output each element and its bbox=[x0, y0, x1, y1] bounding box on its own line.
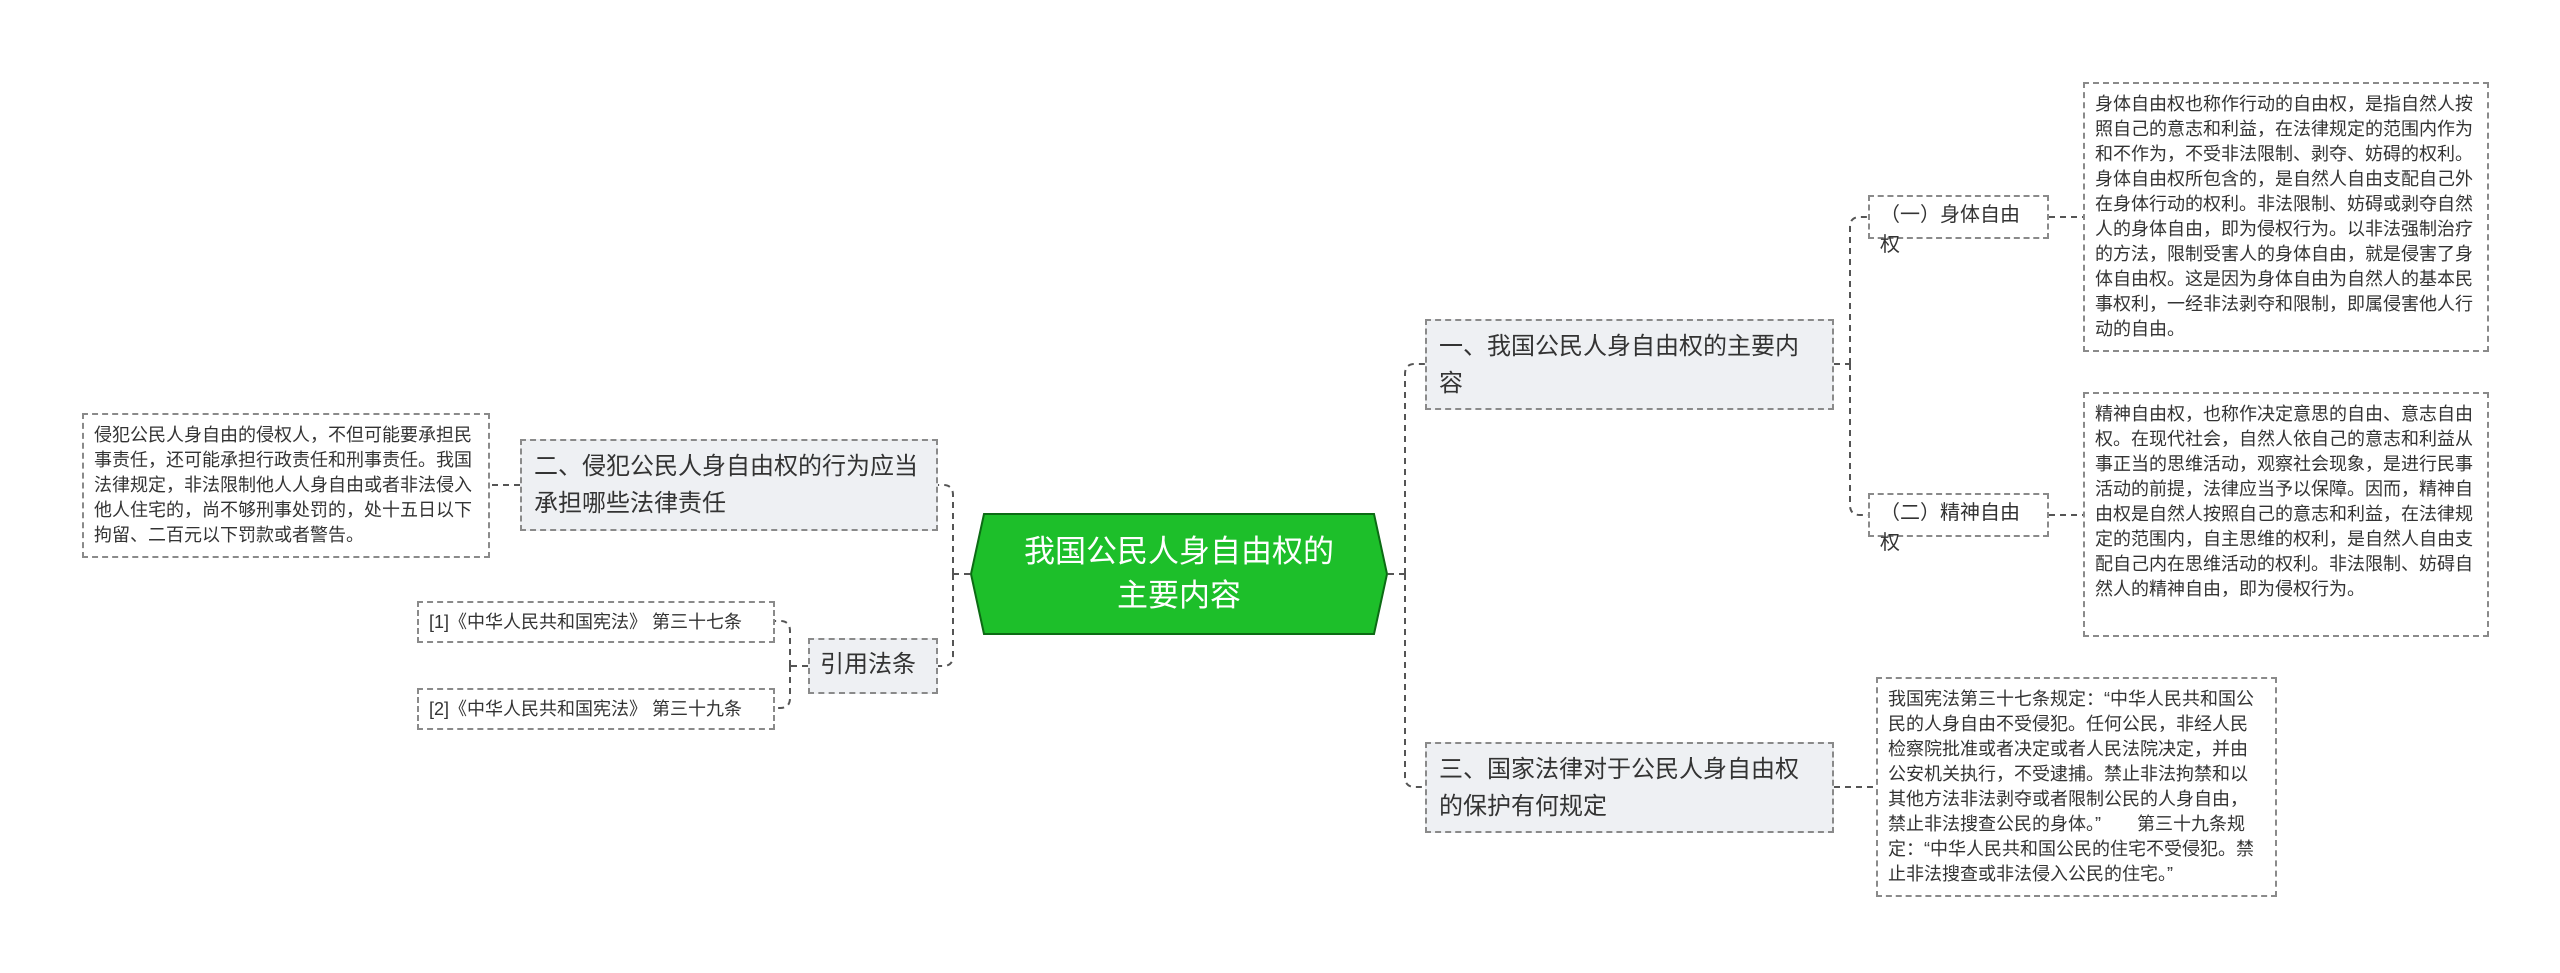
branch-cited-articles[interactable]: 引用法条 bbox=[808, 638, 938, 694]
branch-legal-liability[interactable]: 二、侵犯公民人身自由权的行为应当承担哪些法律责任 bbox=[520, 439, 938, 531]
branch-legal-protection-title: 三、国家法律对于公民人身自由权的保护有何规定 bbox=[1439, 756, 1799, 820]
note-spirit-freedom[interactable]: 精神自由权，也称作决定意思的自由、意志自由权。在现代社会，自然人依自己的意志和利… bbox=[2083, 392, 2489, 637]
note-legal-protection[interactable]: 我国宪法第三十七条规定：“中华人民共和国公民的人身自由不受侵犯。任何公民，非经人… bbox=[1876, 677, 2277, 897]
note-legal-liability[interactable]: 侵犯公民人身自由的侵权人，不但可能要承担民事责任，还可能承担行政责任和刑事责任。… bbox=[82, 413, 490, 558]
branch-legal-protection[interactable]: 三、国家法律对于公民人身自由权的保护有何规定 bbox=[1425, 742, 1834, 833]
note-legal-protection-text: 我国宪法第三十七条规定：“中华人民共和国公民的人身自由不受侵犯。任何公民，非经人… bbox=[1888, 689, 2254, 884]
subtopic-body-freedom-label: （一）身体自由权 bbox=[1880, 204, 2020, 256]
subtopic-body-freedom[interactable]: （一）身体自由权 bbox=[1868, 195, 2049, 256]
cited-article-item-text: [2]《中华人民共和国宪法》 第三十九条 bbox=[429, 699, 743, 719]
cited-article-item[interactable]: [1]《中华人民共和国宪法》 第三十七条 bbox=[417, 601, 775, 643]
cited-article-item[interactable]: [2]《中华人民共和国宪法》 第三十九条 bbox=[417, 688, 775, 730]
root-title: 我国公民人身自由权的主要内容 bbox=[1024, 534, 1334, 613]
branch-cited-articles-title: 引用法条 bbox=[820, 651, 916, 678]
cited-article-item-text: [1]《中华人民共和国宪法》 第三十七条 bbox=[429, 612, 743, 632]
branch-legal-liability-title: 二、侵犯公民人身自由权的行为应当承担哪些法律责任 bbox=[534, 453, 918, 517]
root-hexagon-shape bbox=[970, 513, 1388, 635]
note-body-freedom[interactable]: 身体自由权也称作行动的自由权，是指自然人按照自己的意志和利益，在法律规定的范围内… bbox=[2083, 82, 2489, 352]
note-spirit-freedom-text: 精神自由权，也称作决定意思的自由、意志自由权。在现代社会，自然人依自己的意志和利… bbox=[2095, 404, 2473, 599]
branch-main-content-title: 一、我国公民人身自由权的主要内容 bbox=[1439, 333, 1799, 397]
subtopic-spirit-freedom[interactable]: （二）精神自由权 bbox=[1868, 493, 2049, 554]
note-body-freedom-text: 身体自由权也称作行动的自由权，是指自然人按照自己的意志和利益，在法律规定的范围内… bbox=[2095, 94, 2473, 339]
note-legal-liability-text: 侵犯公民人身自由的侵权人，不但可能要承担民事责任，还可能承担行政责任和刑事责任。… bbox=[94, 425, 472, 545]
subtopic-spirit-freedom-label: （二）精神自由权 bbox=[1880, 502, 2020, 554]
branch-main-content[interactable]: 一、我国公民人身自由权的主要内容 bbox=[1425, 319, 1834, 410]
root-topic[interactable]: 我国公民人身自由权的主要内容 bbox=[970, 513, 1388, 635]
